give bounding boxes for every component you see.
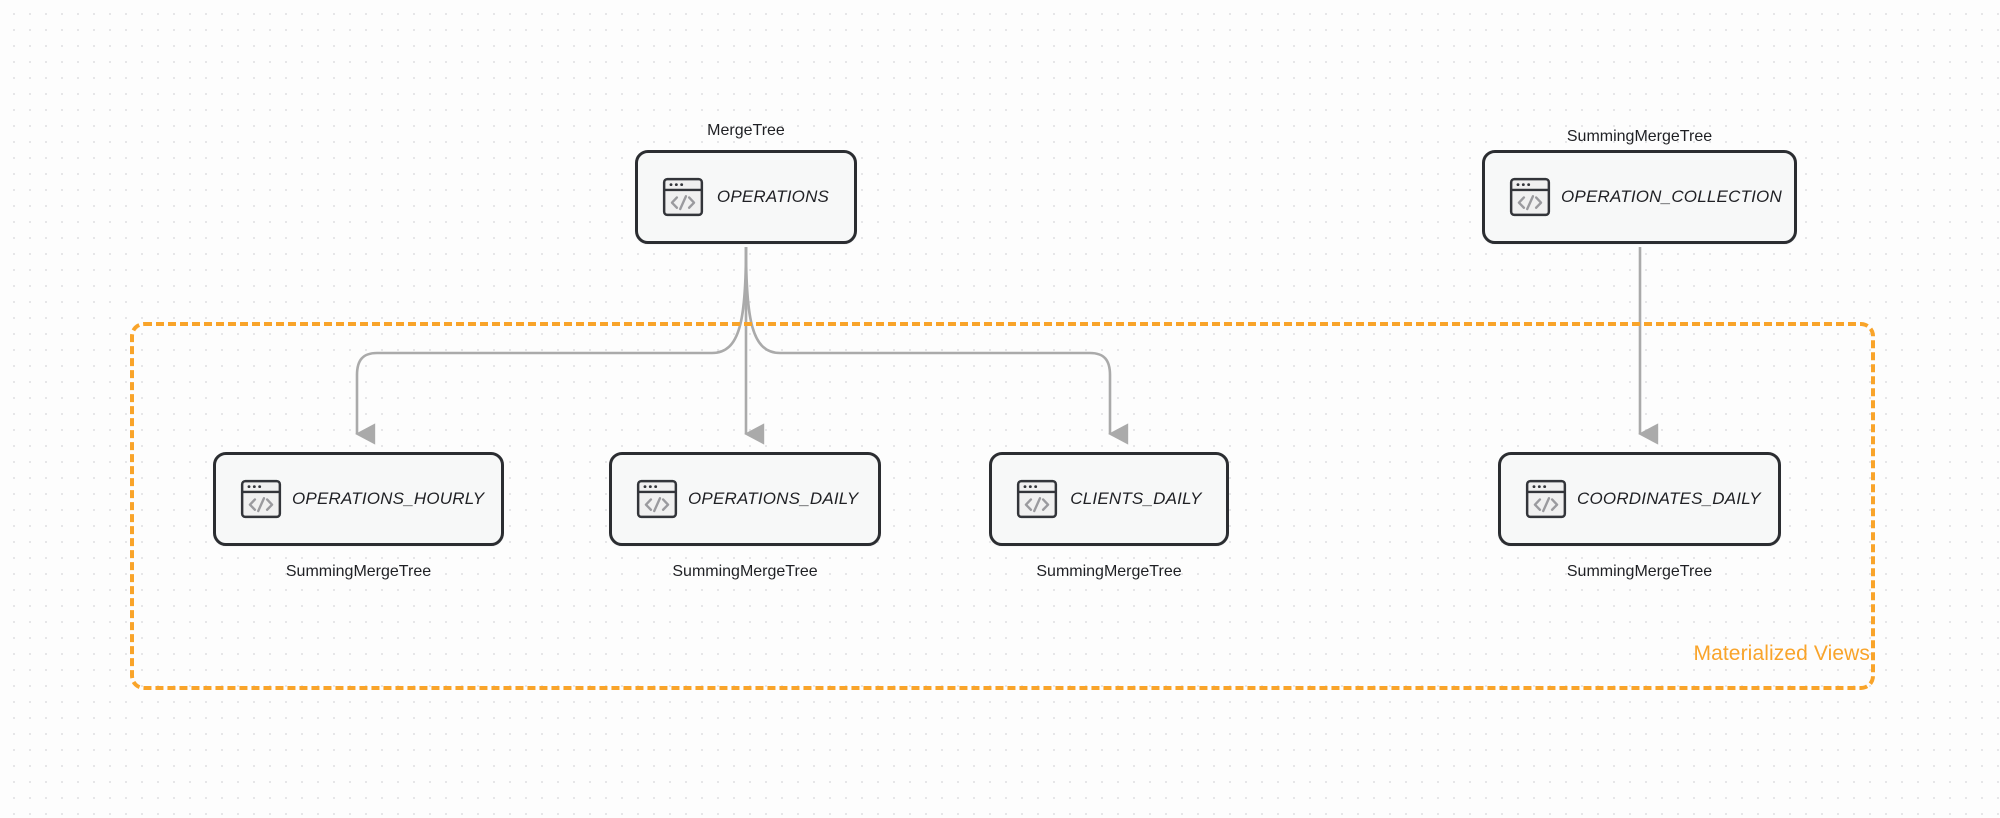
node-clients-daily-title: CLIENTS_DAILY [1070,489,1202,508]
code-window-icon [636,479,678,519]
engine-label-operation-collection: SummingMergeTree [1566,128,1713,145]
code-window-icon [240,479,282,519]
node-operations-hourly[interactable]: OPERATIONS_HOURLY [213,452,504,546]
node-operation-collection-title: OPERATION_COLLECTION [1561,187,1782,206]
code-window-icon [1509,177,1551,217]
engine-label-operations-daily: SummingMergeTree [672,563,818,580]
node-operations-title: OPERATIONS [716,187,830,206]
code-window-icon [1525,479,1567,519]
node-clients-daily[interactable]: CLIENTS_DAILY [989,452,1229,546]
node-operations-hourly-title: OPERATIONS_HOURLY [292,489,485,508]
node-coordinates-daily[interactable]: COORDINATES_DAILY [1498,452,1781,546]
engine-label-coordinates-daily: SummingMergeTree [1566,563,1713,580]
engine-label-operations-hourly: SummingMergeTree [285,563,432,580]
materialized-views-group-label: Materialized Views [1693,642,1870,665]
engine-label-clients-daily: SummingMergeTree [1036,563,1182,580]
node-operations-daily[interactable]: OPERATIONS_DAILY [609,452,881,546]
code-window-icon [662,177,704,217]
engine-label-operations: MergeTree [707,122,785,139]
node-coordinates-daily-title: COORDINATES_DAILY [1577,489,1761,508]
node-operation-collection[interactable]: OPERATION_COLLECTION [1482,150,1797,244]
code-window-icon [1016,479,1058,519]
node-operations[interactable]: OPERATIONS [635,150,857,244]
node-operations-daily-title: OPERATIONS_DAILY [688,489,859,508]
